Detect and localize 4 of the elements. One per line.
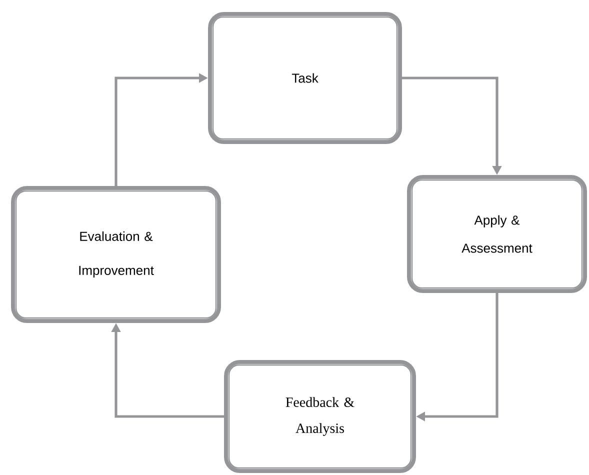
box-label: Apply & Assessment — [462, 215, 532, 253]
box-label: Feedback & Analysis — [286, 397, 354, 436]
box-label: Task — [292, 73, 318, 83]
box-label: Evaluation & Improvement — [79, 231, 154, 278]
